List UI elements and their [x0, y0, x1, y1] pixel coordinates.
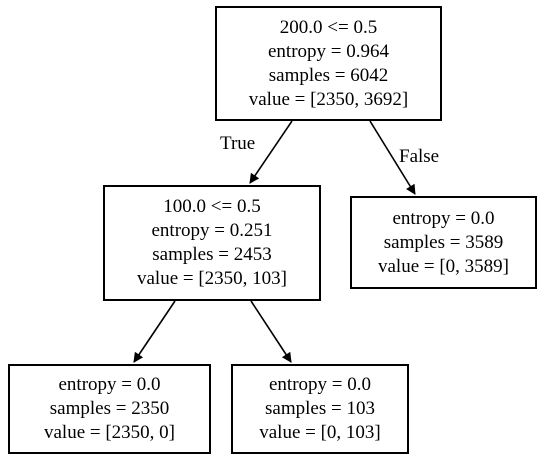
left-left-leaf-node: entropy = 0.0 samples = 2350 value = [23… [8, 364, 211, 454]
node-entropy: entropy = 0.251 [151, 220, 273, 241]
node-value: value = [0, 103] [259, 422, 381, 443]
node-value: value = [0, 3589] [377, 255, 509, 277]
node-value: value = [2350, 0] [43, 422, 175, 443]
node-samples: samples = 6042 [268, 64, 389, 86]
edge-label-false: False [399, 146, 440, 167]
node-value: value = [2350, 103] [136, 268, 287, 289]
node-split-condition: 200.0 <= 0.5 [279, 16, 378, 38]
node-entropy: entropy = 0.964 [267, 40, 389, 62]
left-node: 100.0 <= 0.5 entropy = 0.251 samples = 2… [103, 185, 321, 301]
node-entropy: entropy = 0.0 [392, 207, 495, 229]
node-entropy: entropy = 0.0 [268, 374, 371, 395]
node-samples: samples = 103 [265, 398, 375, 419]
node-samples: samples = 3589 [383, 231, 504, 253]
root-node: 200.0 <= 0.5 entropy = 0.964 samples = 6… [215, 6, 442, 121]
edge-root-to-right [369, 120, 416, 195]
node-samples: samples = 2453 [152, 244, 272, 265]
left-right-leaf-node: entropy = 0.0 samples = 103 value = [0, … [231, 364, 409, 454]
node-split-condition: 100.0 <= 0.5 [163, 196, 261, 217]
edge-left-to-leftleft [133, 300, 176, 363]
edge-label-true: True [220, 133, 256, 154]
node-samples: samples = 2350 [49, 398, 170, 419]
node-entropy: entropy = 0.0 [58, 374, 161, 395]
right-leaf-node: entropy = 0.0 samples = 3589 value = [0,… [350, 196, 537, 289]
edge-root-to-left [249, 120, 293, 184]
edge-left-to-leftright [250, 300, 292, 363]
node-value: value = [2350, 3692] [248, 88, 409, 110]
